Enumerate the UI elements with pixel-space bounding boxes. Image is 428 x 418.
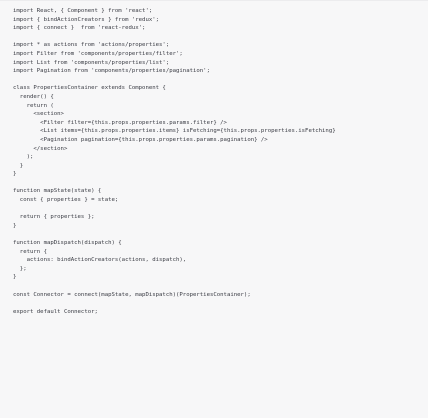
code-line: class PropertiesContainer extends Compon… (13, 85, 166, 92)
code-lines: import React, { Component } from 'react'… (13, 7, 428, 316)
code-line: <section> (13, 111, 64, 118)
code-line (13, 205, 428, 214)
code-line (13, 230, 428, 239)
code-line: import { bindActionCreators } from 'redu… (13, 16, 160, 23)
code-line: import List from 'components/properties/… (13, 59, 170, 66)
code-line: } (13, 274, 17, 281)
code-line (13, 179, 428, 188)
code-line: import Pagination from 'components/prope… (13, 68, 210, 75)
code-line: const { properties } = state; (13, 197, 119, 204)
code-line: </section> (13, 145, 68, 152)
code-line: ); (13, 154, 34, 161)
code-line: } (13, 162, 24, 169)
code-line: }; (13, 265, 27, 272)
code-line: <List items={this.props.properties.items… (13, 128, 336, 135)
code-line: const Connector = connect(mapState, mapD… (13, 291, 251, 298)
code-line: import { connect } from 'react-redux'; (13, 25, 146, 32)
code-line: return { properties }; (13, 214, 95, 221)
code-line: } (13, 171, 17, 178)
code-line: import React, { Component } from 'react'… (13, 8, 153, 14)
code-line: function mapState(state) { (13, 188, 102, 195)
code-line: actions: bindActionCreators(actions, dis… (13, 257, 187, 264)
code-line: return ( (13, 102, 54, 109)
code-line: export default Connector; (13, 308, 98, 315)
code-line (13, 282, 428, 291)
code-line (13, 33, 428, 42)
code-line: render() { (13, 93, 54, 100)
code-line (13, 299, 428, 308)
code-line: } (13, 222, 17, 229)
code-line: import Filter from 'components/propertie… (13, 50, 183, 57)
code-line: import * as actions from 'actions/proper… (13, 42, 170, 49)
code-line: function mapDispatch(dispatch) { (13, 240, 122, 247)
code-line: <Filter filter={this.props.properties.pa… (13, 119, 227, 126)
code-line: <Pagination pagination={this.props.prope… (13, 136, 268, 143)
code-line: return { (13, 248, 47, 255)
code-line (13, 76, 428, 85)
